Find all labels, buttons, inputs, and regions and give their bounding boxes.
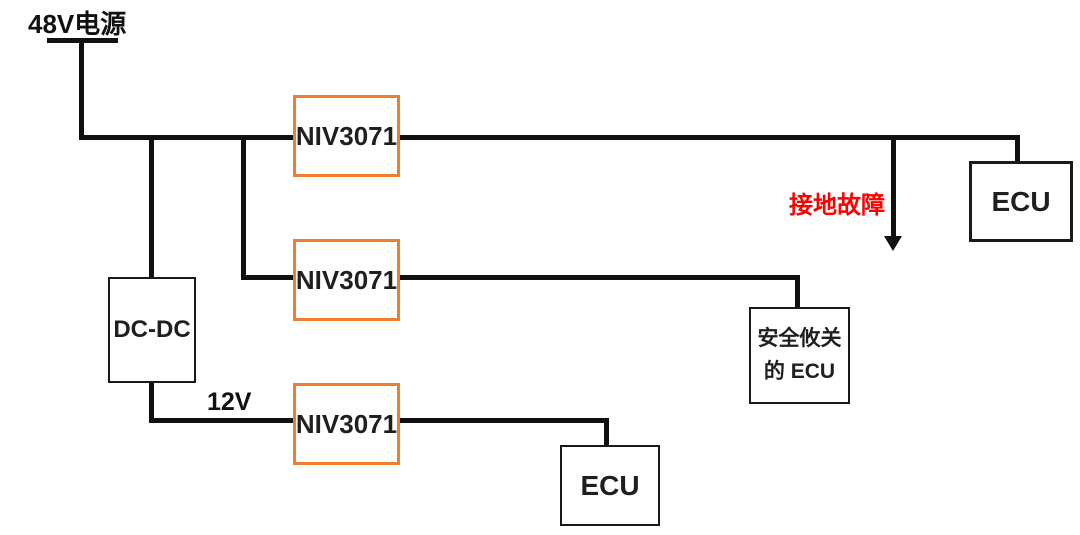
dcdc-label: DC-DC <box>113 316 191 343</box>
ground-fault-label: 接地故障 <box>789 192 885 219</box>
wire-bus-to-niv2-horizontal <box>241 275 297 280</box>
wire-niv2-to-safety-ecu-drop <box>795 275 800 309</box>
wire-bus-to-ecu-top <box>1015 135 1020 163</box>
safety-ecu-box: 安全攸关 的 ECU <box>749 307 850 404</box>
wire-niv3-to-ecu <box>398 418 609 423</box>
voltage-12v-label: 12V <box>207 388 252 416</box>
wire-bus-to-dcdc <box>149 137 154 280</box>
safety-ecu-label-line1: 安全攸关 <box>757 326 842 350</box>
safety-ecu-label-line2: 的 ECU <box>763 359 836 383</box>
bus-48v-wire <box>79 135 1020 140</box>
niv3071-label-1: NIV3071 <box>295 120 398 151</box>
safety-ecu-label: 安全攸关 的 ECU <box>758 323 842 388</box>
power-rail-stem <box>79 41 84 137</box>
niv3071-label-2: NIV3071 <box>295 264 398 295</box>
wire-dcdc-out-vertical <box>149 380 154 423</box>
dcdc-converter-box: DC-DC <box>108 277 196 383</box>
wire-dcdc-to-niv3 <box>149 418 297 423</box>
power-source-label: 48V电源 <box>28 9 127 39</box>
niv3071-label-3: NIV3071 <box>295 408 398 439</box>
ecu-bottom-label: ECU <box>580 469 640 501</box>
ecu-bottom-box: ECU <box>560 445 660 526</box>
niv3071-box-2: NIV3071 <box>293 239 400 321</box>
wire-bus-to-niv2-vertical <box>241 137 246 280</box>
fault-arrow-head <box>884 236 902 251</box>
wire-niv3-to-ecu-drop <box>604 418 609 448</box>
wire-niv2-to-safety-ecu <box>398 275 800 280</box>
niv3071-box-1: NIV3071 <box>293 95 400 177</box>
power-rail-bar <box>47 38 118 43</box>
ecu-top-box: ECU <box>969 161 1073 242</box>
fault-arrow-stem <box>891 137 896 237</box>
ecu-top-label: ECU <box>991 185 1051 217</box>
niv3071-box-3: NIV3071 <box>293 383 400 465</box>
